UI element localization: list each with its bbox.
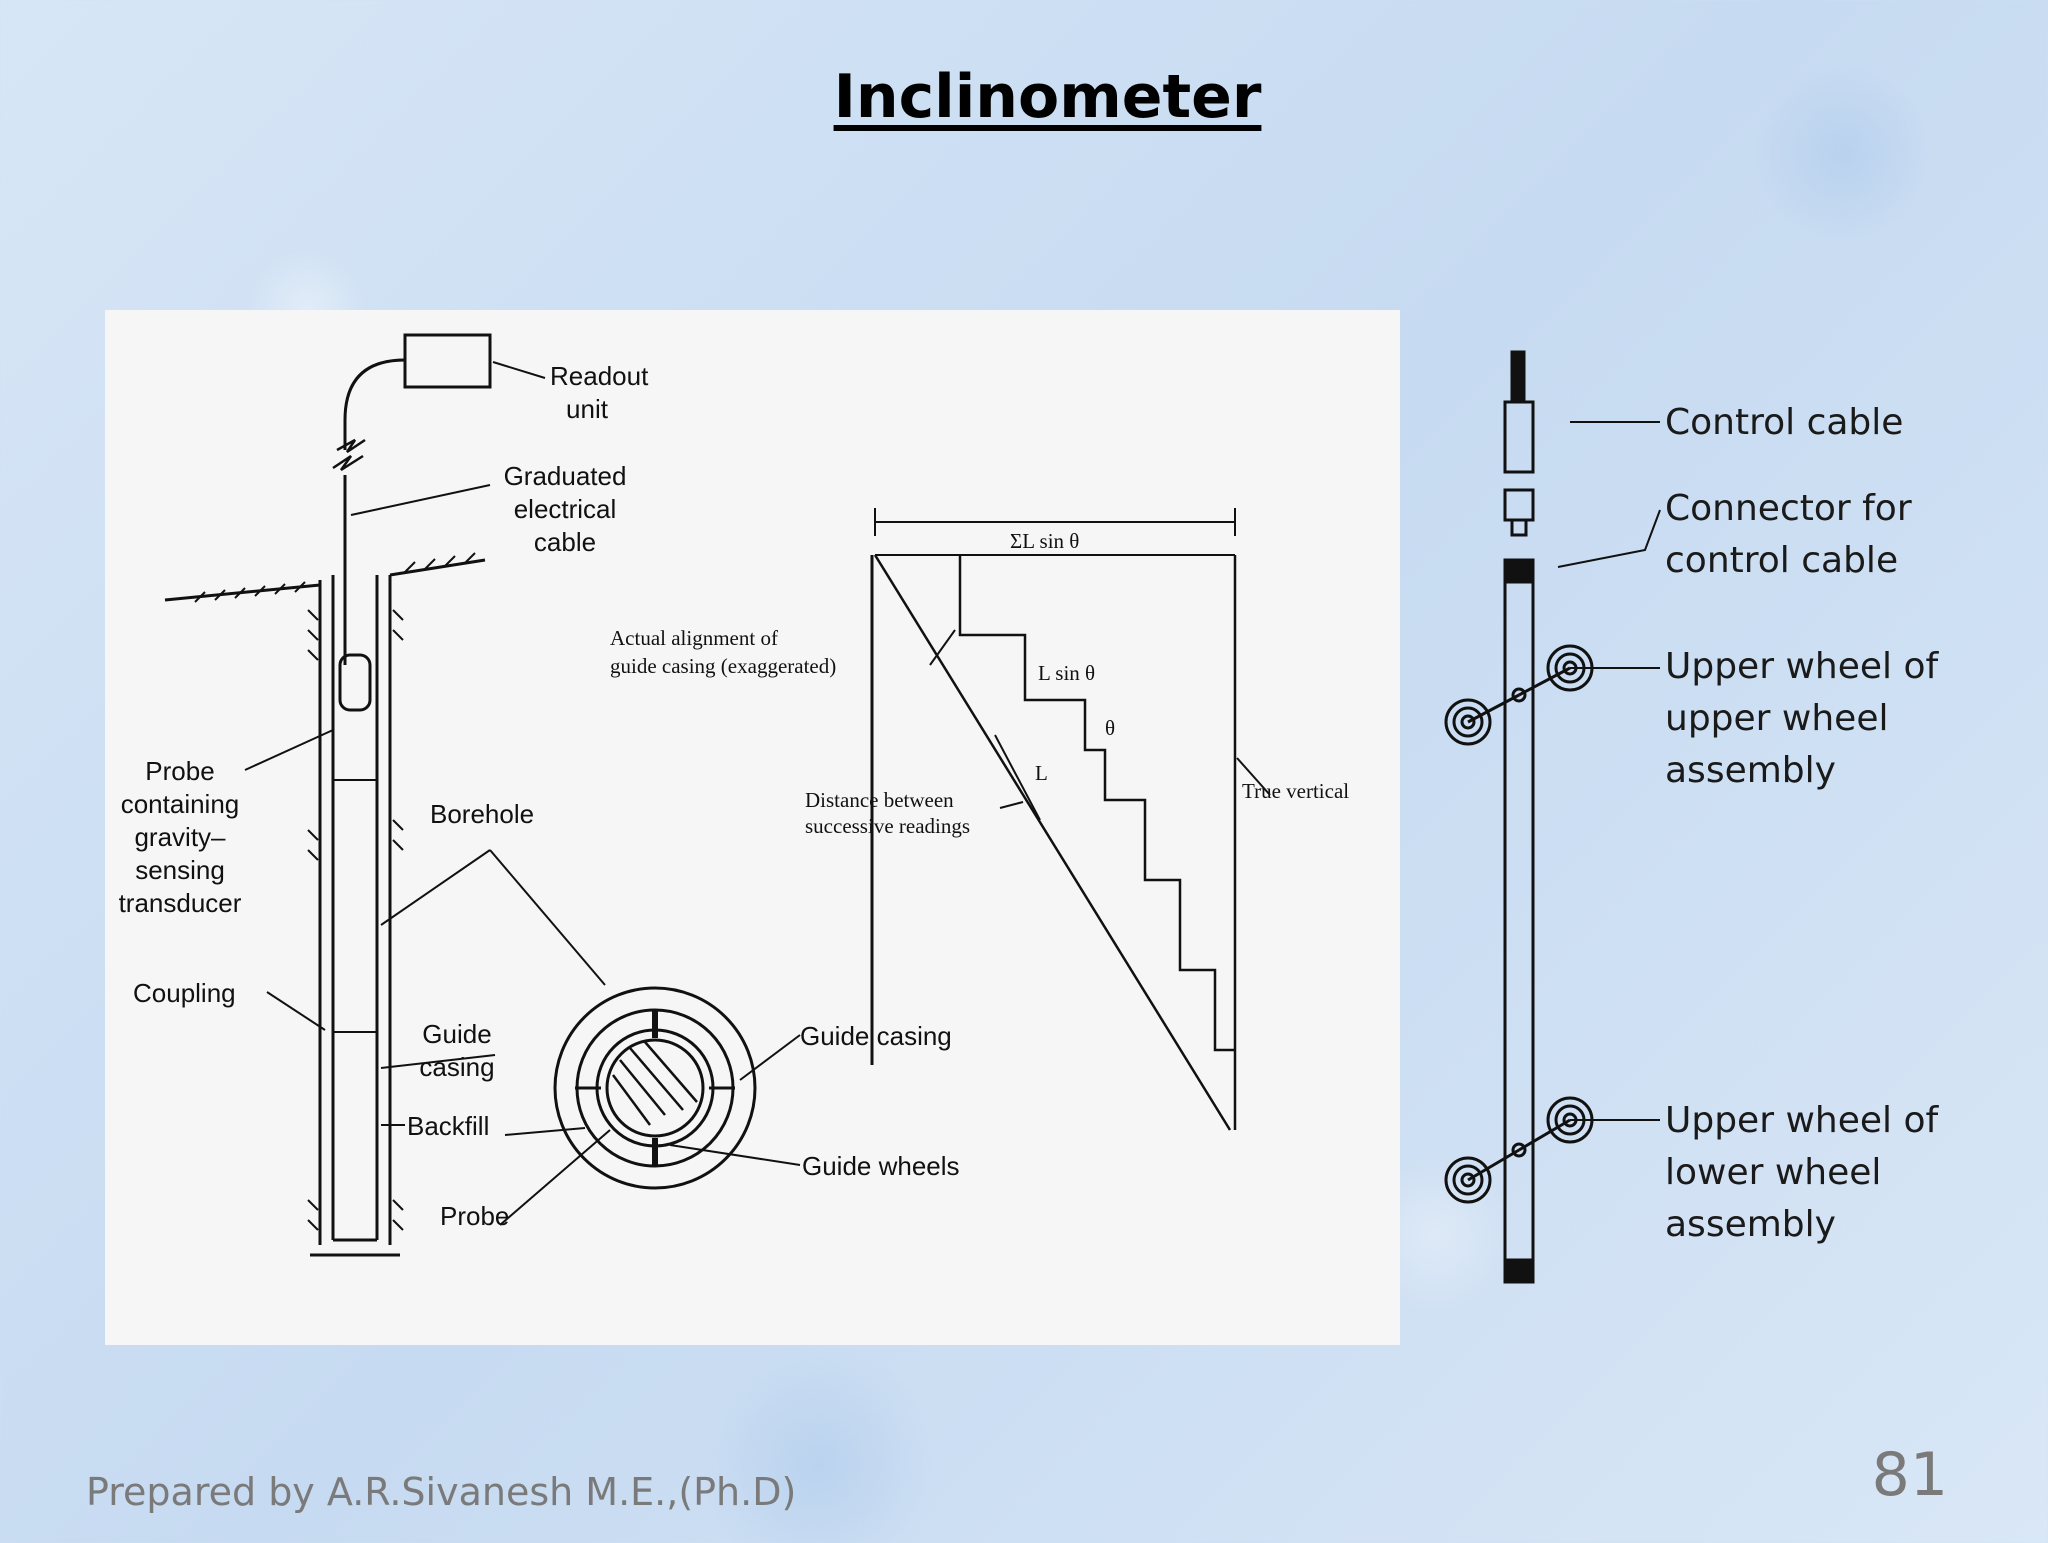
connector-label-2: control cable (1665, 540, 1898, 581)
true-vertical-label: True vertical (1242, 779, 1349, 803)
slide-title: Inclinometer (833, 62, 1262, 132)
probe-label-3: gravity– (134, 822, 226, 852)
probe-label-2: containing (121, 789, 240, 819)
actual-alignment-1: Actual alignment of (610, 626, 778, 650)
readout-unit-box (403, 333, 492, 389)
probe-bottom (1503, 1258, 1535, 1284)
borehole-label: Borehole (430, 799, 534, 829)
distance-label-1: Distance between (805, 788, 954, 812)
cable-top (1510, 350, 1526, 404)
ground-left (164, 583, 321, 602)
footer-credit: Prepared by A.R.Sivanesh M.E.,(Ph.D) (86, 1470, 797, 1514)
probe-label-5: transducer (119, 888, 242, 918)
upper-wheel-upper-1: Upper wheel of (1665, 646, 1939, 687)
connector-label-1: Connector for (1665, 488, 1912, 529)
l-sin-label: L sin θ (1038, 661, 1095, 685)
guide-wheels-label: Guide wheels (802, 1151, 960, 1181)
upper-wheel-lower-2: lower wheel (1665, 1152, 1881, 1193)
probe-label: Probe (440, 1201, 509, 1231)
coupling-label: Coupling (133, 978, 236, 1008)
readout-label-2: unit (566, 394, 609, 424)
connector-cap (1503, 558, 1535, 584)
installation-figure: Readout unit Graduated electrical cable … (119, 333, 1349, 1257)
backfill-label: Backfill (407, 1111, 489, 1141)
probe-assembly-figure: Control cable Connector for control cabl… (1444, 350, 1939, 1284)
probe-assembly-diagram: Control cable Connector for control cabl… (1420, 330, 2040, 1310)
probe-label-1: Probe (145, 756, 214, 786)
distance-label-2: successive readings (805, 814, 970, 838)
cable-top (343, 358, 406, 450)
guide-casing-left-1: Guide (422, 1019, 491, 1049)
upper-wheel-lower-3: assembly (1665, 1204, 1836, 1245)
graduated-label-1: Graduated (504, 461, 627, 491)
connector-part (1503, 488, 1535, 522)
upper-wheel-upper-2: upper wheel (1665, 698, 1888, 739)
probe-body (1503, 580, 1535, 1284)
guide-casing-left-2: casing (419, 1052, 494, 1082)
l-label: L (1035, 761, 1048, 785)
upper-wheel-upper-3: assembly (1665, 750, 1836, 791)
connector-pin (1510, 518, 1528, 537)
graduated-label-3: cable (534, 527, 596, 557)
guide-casing-right-label: Guide casing (800, 1021, 952, 1051)
upper-wheel-lower-1: Upper wheel of (1665, 1100, 1939, 1141)
inclinometer-installation-diagram: Readout unit Graduated electrical cable … (105, 310, 1400, 1345)
probe-label-4: sensing (135, 855, 225, 885)
control-cable-label: Control cable (1665, 402, 1903, 443)
graduated-label-2: electrical (514, 494, 617, 524)
sum-l-sin-label: ΣL sin θ (1010, 529, 1079, 553)
page-number: 81 (1871, 1440, 1948, 1510)
readout-label-1: Readout (550, 361, 649, 391)
actual-alignment-2: guide casing (exaggerated) (610, 654, 836, 678)
theta-label: θ (1105, 716, 1115, 740)
control-cable-plug (1503, 400, 1535, 474)
ground-right (389, 558, 486, 577)
